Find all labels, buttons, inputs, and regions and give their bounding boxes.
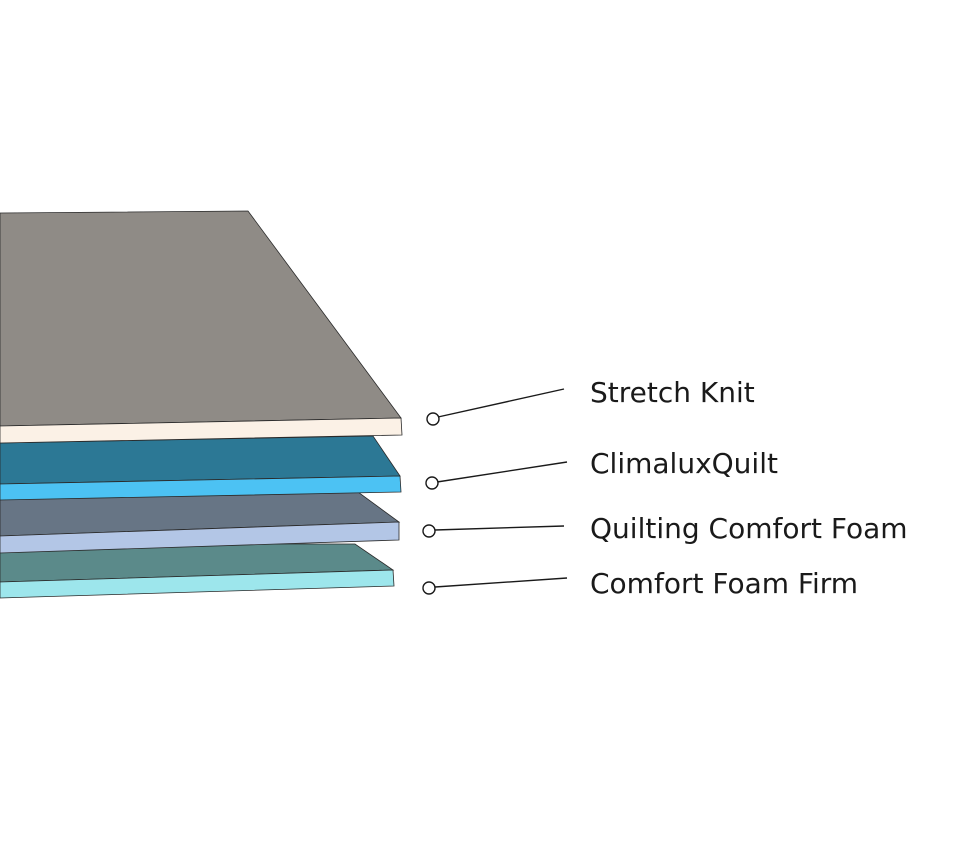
layer-climaluxquilt-side — [0, 475, 402, 501]
label-quilting-comfort-foam: Quilting Comfort Foam — [590, 512, 908, 545]
label-stretch-knit: Stretch Knit — [590, 376, 755, 409]
leader-dot — [422, 581, 436, 595]
layer-stretch-knit-side — [0, 417, 403, 444]
callout-climaluxquilt: ClimaluxQuilt — [425, 447, 778, 490]
layer-stretch-knit-top — [0, 210, 402, 427]
leader-dot — [422, 524, 436, 538]
layer-comfort-foam-firm — [0, 543, 395, 599]
layer-comfort-foam-firm-side — [0, 569, 395, 599]
leader-line — [437, 388, 565, 418]
callout-quilting-comfort-foam: Quilting Comfort Foam — [422, 512, 908, 545]
callout-stretch-knit: Stretch Knit — [426, 376, 755, 426]
layer-quilting-comfort-foam — [0, 491, 401, 554]
leader-line — [436, 461, 568, 483]
callout-comfort-foam-firm: Comfort Foam Firm — [422, 567, 858, 600]
leader-line — [434, 577, 568, 588]
leader-line — [434, 525, 565, 531]
label-climaluxquilt: ClimaluxQuilt — [590, 447, 778, 480]
layer-climaluxquilt — [0, 435, 402, 501]
label-comfort-foam-firm: Comfort Foam Firm — [590, 567, 858, 600]
leader-dot — [426, 412, 440, 426]
leader-dot — [425, 476, 439, 490]
layer-quilting-comfort-foam-side — [0, 521, 400, 554]
layer-stretch-knit — [0, 210, 403, 444]
